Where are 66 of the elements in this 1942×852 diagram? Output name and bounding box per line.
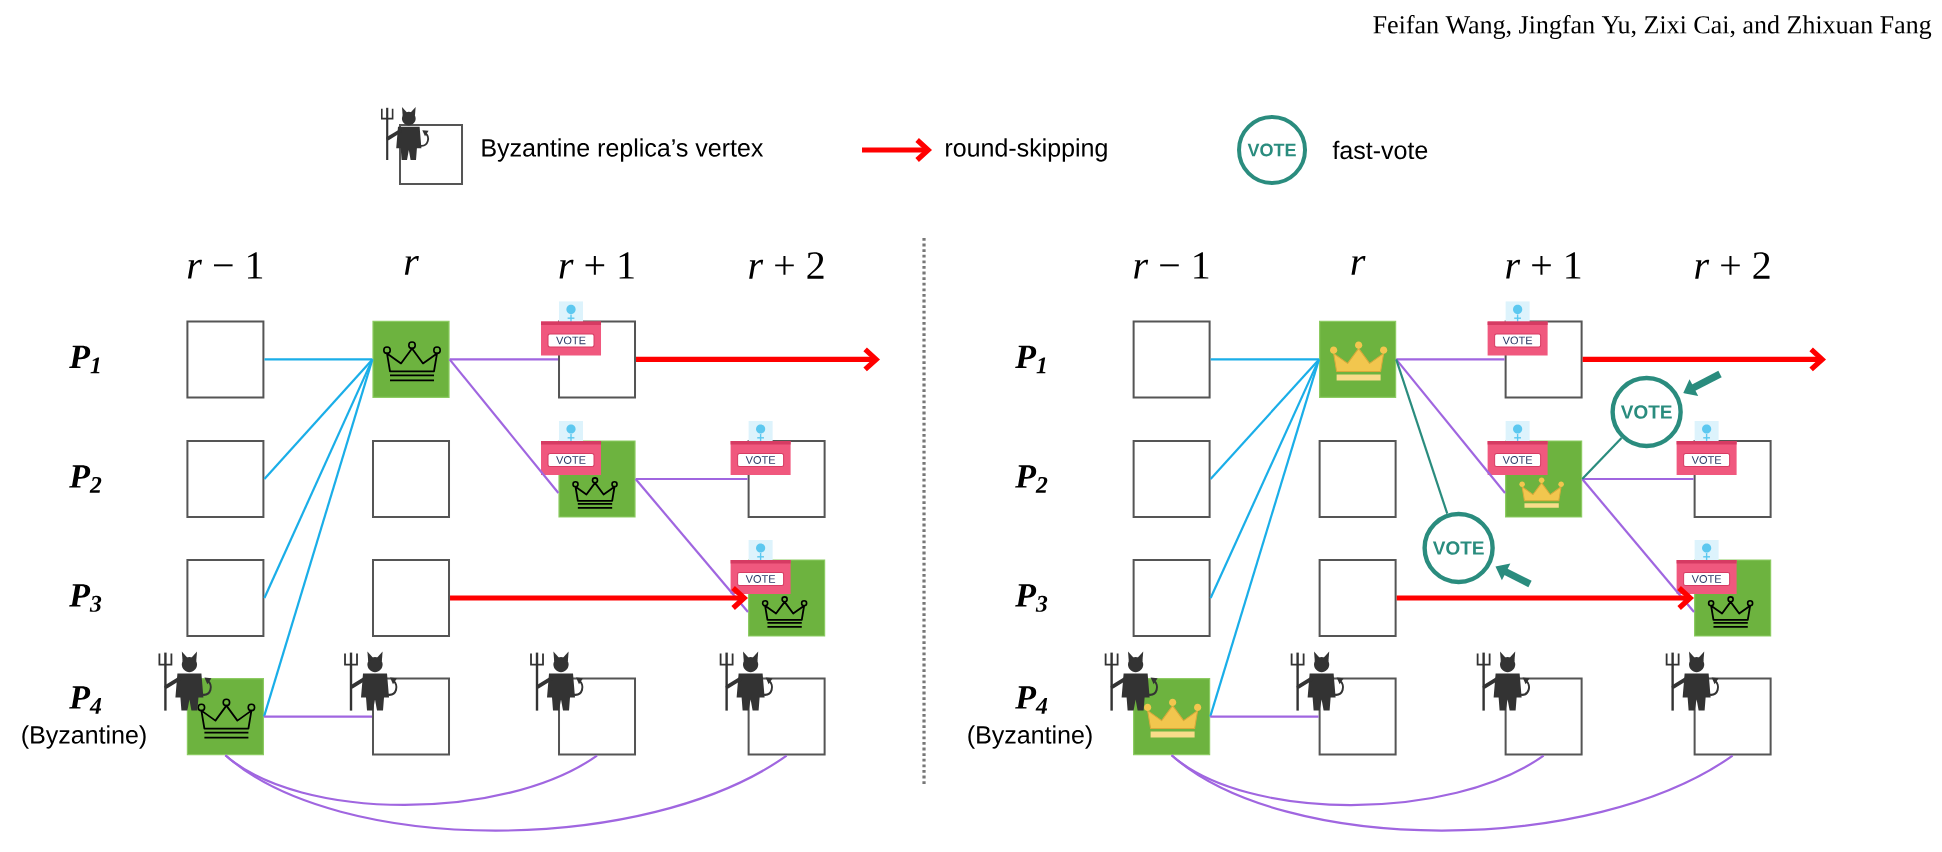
round-label: r [1351,256,1366,275]
replica-label: P$_{4}$ [1015,686,1048,714]
connector-line [449,358,558,361]
round-label: r − 1 [1134,252,1209,279]
connector-line [1581,437,1623,480]
round-label: r [404,256,419,275]
connector-line [1395,358,1506,494]
arrow [450,586,748,610]
connector-line [1581,478,1695,613]
connector-line [1209,359,1321,717]
replica-label: P$_{2}$ [69,465,102,493]
vertex-box [558,677,636,756]
vertex-box [372,320,450,398]
curved-line [224,754,788,832]
replica-note: (Byzantine) [968,725,1092,749]
replica-label: P$_{4}$ [69,686,102,714]
vertex-box [186,320,265,399]
vertex-box [1504,677,1583,756]
vertex-box [1318,440,1397,518]
connector-line [1395,359,1449,514]
replica-note: (Byzantine) [22,725,146,749]
vertex-box [1132,559,1211,637]
round-label: r + 2 [1695,252,1770,279]
vertex-box [372,440,450,518]
connector-line [1582,477,1694,481]
replica-label: P$_{1}$ [69,345,100,374]
vertex-box [1318,677,1397,756]
connector-line [263,358,374,480]
replica-label: P$_{2}$ [1015,465,1048,493]
vertex-box [372,677,450,756]
connector-line [262,359,374,717]
vertex-box [1693,677,1772,756]
connector-line [635,477,748,481]
vertex-box [1132,440,1211,518]
connector-line [264,715,372,718]
legend-text: Byzantine replica’s vertex [482,138,764,162]
curved-line [1170,754,1734,832]
connector-line [1396,358,1505,361]
replica-label: P$_{3}$ [1015,584,1048,612]
connector-line [448,358,560,494]
arrow [636,347,880,372]
legend-text: fast-vote [1332,140,1428,160]
vertex-box [747,677,826,756]
connector-line [264,358,373,361]
connector-line [1209,358,1320,480]
arrow [1582,347,1827,372]
arrow [1396,586,1695,610]
author-line: Feifan Wang, Jingfan Yu, Zixi Cai, and Zhixuan Fang [1373,15,1932,39]
legend-text: round-skipping [946,138,1107,162]
connector-line [263,358,374,599]
replica-label: P$_{1}$ [1015,345,1046,374]
round-label: r + 1 [559,252,634,279]
round-label: r + 1 [1506,252,1581,279]
replica-label: P$_{3}$ [69,584,102,612]
round-label: r + 2 [749,252,824,279]
connector-line [1210,715,1319,718]
arrow [1683,370,1722,396]
vertex-box [1132,320,1211,399]
vertex-box [186,440,265,518]
connector-line [1210,358,1319,361]
vertex-box [372,559,450,637]
vertex-box [186,559,265,637]
vertex-box [1318,559,1397,637]
connector-line [1209,358,1320,599]
connector-line [634,478,749,613]
round-label: r − 1 [187,252,263,279]
